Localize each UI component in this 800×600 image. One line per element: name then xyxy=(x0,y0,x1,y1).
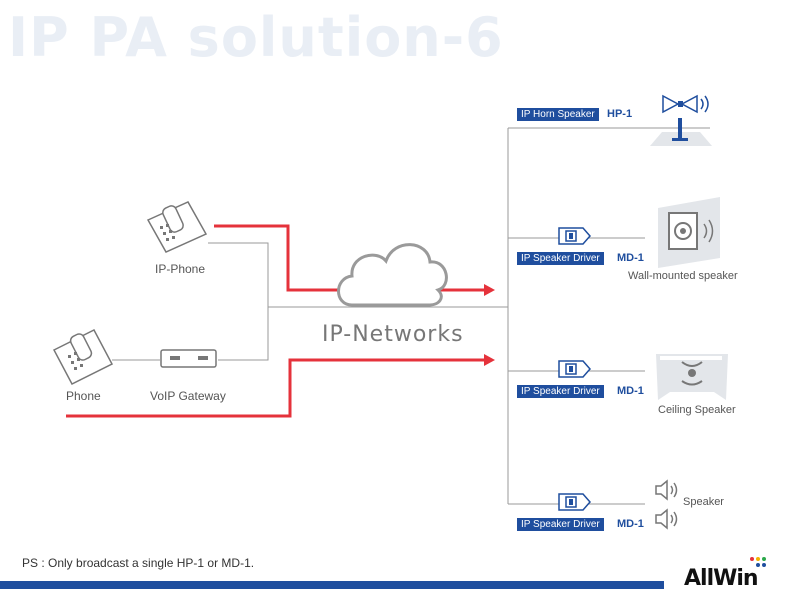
speaker-driver-model: MD-1 xyxy=(617,518,644,530)
horn-speaker-icon xyxy=(650,94,712,146)
phone-label: Phone xyxy=(66,389,101,403)
speaker-driver-model: MD-1 xyxy=(617,385,644,397)
footer-bar xyxy=(0,581,664,589)
speaker-label: Speaker xyxy=(683,496,724,508)
network-label: IP-Networks xyxy=(322,322,464,347)
ceiling-speaker-label: Ceiling Speaker xyxy=(658,404,736,416)
phone-icon xyxy=(52,329,114,385)
ip-phone-label: IP-Phone xyxy=(155,262,206,276)
speaker-driver-icon xyxy=(558,360,591,378)
signal-arrow xyxy=(484,284,495,296)
page-title: IP PA solution-6 xyxy=(8,6,504,69)
wall-speaker-icon xyxy=(658,197,720,268)
ceiling-speaker-icon xyxy=(656,354,728,400)
speaker-driver-tag: IP Speaker Driver xyxy=(517,385,604,398)
connection-lines xyxy=(112,127,710,505)
speaker-icon xyxy=(655,508,678,530)
ip-phone-icon xyxy=(146,201,208,253)
horn-speaker-tag: IP Horn Speaker xyxy=(517,108,599,121)
speaker-driver-icon xyxy=(558,227,591,245)
speaker-driver-tag: IP Speaker Driver xyxy=(517,518,604,531)
speaker-icon xyxy=(655,479,678,501)
voip-gateway-label: VoIP Gateway xyxy=(150,389,226,403)
speaker-driver-tag: IP Speaker Driver xyxy=(517,252,604,265)
footnote: PS : Only broadcast a single HP-1 or MD-… xyxy=(22,556,255,570)
speaker-driver-model: MD-1 xyxy=(617,252,644,264)
wall-speaker-label: Wall-mounted speaker xyxy=(628,270,738,282)
speaker-driver-icon xyxy=(558,493,591,511)
brand-logo: AllWin xyxy=(684,566,759,591)
horn-speaker-model: HP-1 xyxy=(607,108,633,120)
voip-gateway-icon xyxy=(160,349,217,368)
signal-arrow xyxy=(484,354,495,366)
cloud-icon xyxy=(337,243,448,307)
logo-dots-icon xyxy=(750,557,766,567)
